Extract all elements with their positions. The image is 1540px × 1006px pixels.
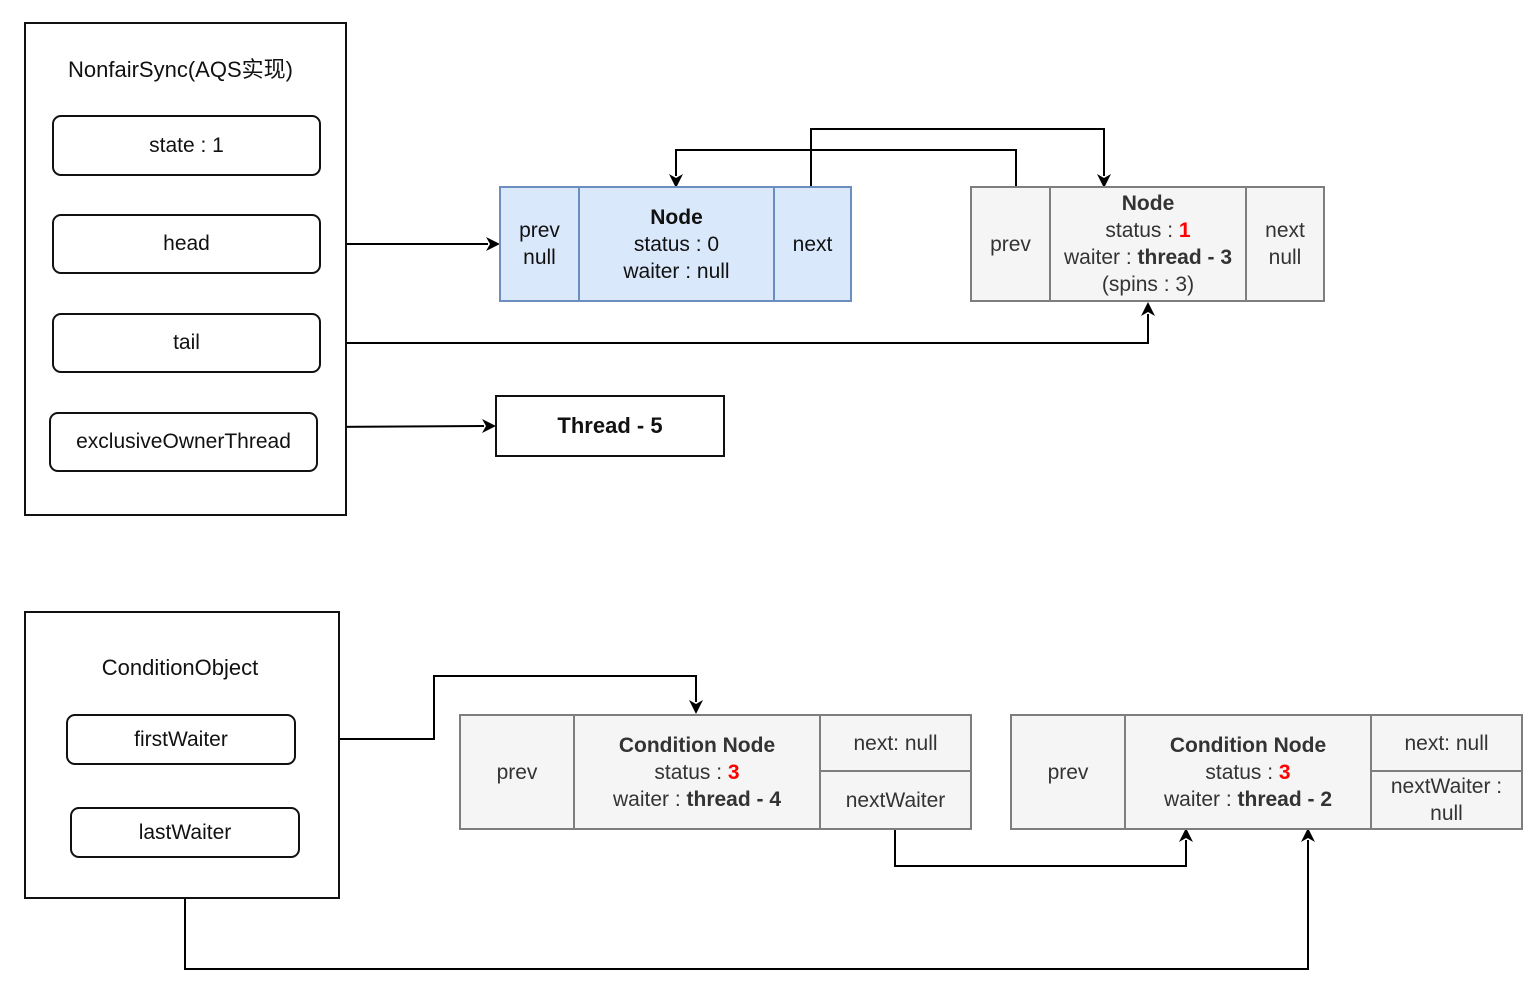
thread-5-box: Thread - 5 [495, 395, 725, 457]
cond-node-2-next-waiter-label: nextWaiter : [1390, 775, 1503, 798]
next-waiter-arrowhead [1179, 828, 1193, 842]
tail-node-next-label: next [1265, 219, 1305, 242]
cond-node-2-status-value: 3 [1278, 760, 1291, 784]
tail-node-spins: (spins : 3) [1101, 273, 1195, 296]
cond-node-1-status: status : 3 [654, 759, 739, 786]
cond-node-1-next-label: next: null [853, 731, 938, 755]
head-node-title: Node [650, 205, 703, 229]
cond-node-2-waiter-value: thread - 2 [1237, 787, 1333, 811]
first-waiter-field: firstWaiter [66, 714, 296, 765]
cond-node-1-waiter-label: waiter : [612, 787, 687, 811]
cond-node-1-next-cell: next: null [819, 714, 972, 772]
tail-node-status-label: status : [1105, 219, 1179, 242]
cond-node-2-status-label: status : [1205, 760, 1279, 784]
tail-node-next-value: null [1268, 246, 1302, 269]
condition-object-title: ConditionObject [101, 655, 259, 680]
last-waiter-field: lastWaiter [70, 807, 300, 858]
tail-node-status-value: 1 [1178, 219, 1191, 242]
tail-pointer-line [320, 314, 1149, 344]
next-link-arrowhead [1097, 174, 1111, 188]
tail-node-next-cell: next null [1245, 186, 1325, 302]
cond-node-2-waiter-label: waiter : [1163, 787, 1238, 811]
cond-node-2-waiter: waiter : thread - 2 [1164, 786, 1332, 813]
head-node-next-label: next [792, 232, 833, 256]
first-waiter-arrowhead [689, 700, 703, 714]
cond-node-2-prev-label: prev [1047, 760, 1089, 784]
tail-node-title: Node [1121, 192, 1175, 215]
cond-node-1-prev-cell: prev [459, 714, 575, 830]
tail-node-waiter: waiter : thread - 3 [1064, 244, 1232, 271]
tail-node-waiter-value: thread - 3 [1137, 246, 1233, 269]
next-waiter-line [894, 829, 1187, 867]
cond-node-2-prev-cell: prev [1010, 714, 1126, 830]
cond-node-1-waiter: waiter : thread - 4 [613, 786, 781, 813]
head-node-prev-value: null [523, 246, 556, 269]
tail-node-prev-label: prev [990, 232, 1031, 256]
cond-node-1-next-waiter-cell: nextWaiter [819, 770, 972, 830]
next-link-line [810, 128, 1105, 186]
cond-node-2-status: status : 3 [1205, 759, 1290, 786]
cond-node-1-next-waiter-label: nextWaiter [845, 788, 946, 812]
prev-link-arrowhead [669, 174, 683, 188]
cond-node-1-body-cell: Condition Node status : 3 waiter : threa… [573, 714, 821, 830]
cond-node-1-status-value: 3 [727, 760, 740, 784]
last-waiter-arrowhead [1301, 828, 1315, 842]
cond-node-2-title: Condition Node [1169, 733, 1327, 757]
prev-link-line [675, 149, 1017, 186]
cond-node-2-body-cell: Condition Node status : 3 waiter : threa… [1124, 714, 1372, 830]
owner-pointer-arrowhead [482, 419, 496, 433]
head-node-status: status : 0 [633, 232, 720, 256]
cond-node-2-next-cell: next: null [1370, 714, 1523, 772]
exclusive-owner-thread-field: exclusiveOwnerThread [49, 412, 318, 472]
tail-node-body-cell: Node status : 1 waiter : thread - 3 (spi… [1049, 186, 1247, 302]
state-field: state : 1 [52, 115, 321, 176]
cond-node-1-title: Condition Node [618, 733, 776, 757]
head-node-prev-cell: prev null [499, 186, 580, 302]
head-node-waiter: waiter : null [623, 259, 730, 283]
cond-node-1-prev-label: prev [496, 760, 538, 784]
tail-node-status: status : 1 [1105, 217, 1190, 244]
head-pointer-arrowhead [486, 237, 500, 251]
tail-pointer-arrowhead [1141, 302, 1155, 316]
tail-node-waiter-label: waiter : [1063, 246, 1138, 269]
head-node-body-cell: Node status : 0 waiter : null [578, 186, 775, 302]
nonfairsync-title: NonfairSync(AQS实现) [68, 57, 293, 82]
cond-node-1-waiter-value: thread - 4 [686, 787, 782, 811]
cond-node-2-next-waiter-cell: nextWaiter : null [1370, 770, 1523, 830]
head-node-prev-label: prev [519, 219, 560, 242]
head-field: head [52, 214, 321, 274]
cond-node-2-next-label: next: null [1404, 731, 1489, 755]
cond-node-2-next-waiter-value: null [1430, 802, 1463, 825]
first-waiter-line [296, 675, 697, 740]
tail-field: tail [52, 313, 321, 373]
last-waiter-line [184, 840, 1309, 970]
tail-node-prev-cell: prev [970, 186, 1051, 302]
head-node-next-cell: next [773, 186, 852, 302]
cond-node-1-status-label: status : [654, 760, 728, 784]
